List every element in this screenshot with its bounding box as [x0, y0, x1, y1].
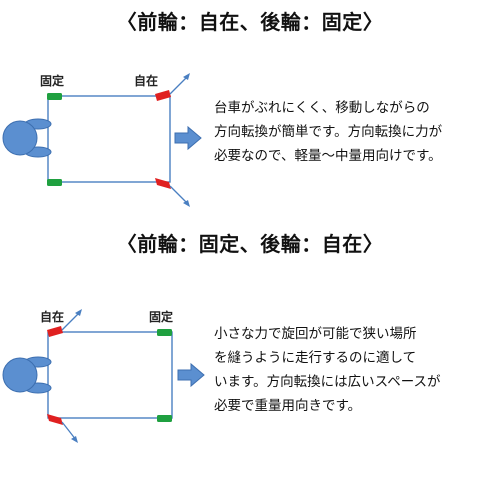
person-head-icon	[2, 120, 38, 156]
cart-body	[47, 95, 171, 183]
section-2-description: 小さな力で旋回が可能で狭い場所 を縫うように走行するのに適して います。方向転換…	[214, 322, 498, 418]
section-1-heading: 〈前輪：自在、後輪：固定〉	[116, 10, 384, 34]
fixed-wheel-label: 固定	[149, 310, 174, 324]
swivel-arrow-bottom-head	[71, 436, 78, 443]
fixed-wheel-label: 固定	[40, 74, 65, 88]
swivel-arrow-top-line	[169, 75, 189, 95]
direction-arrow-icon	[174, 125, 202, 151]
swivel-wheel-label: 自在	[134, 74, 159, 88]
cart-body	[47, 331, 173, 419]
cart-diagram-2-graphic	[2, 309, 205, 443]
swivel-arrow-top-head	[183, 73, 190, 80]
description-line: 方向転換が簡単です。方向転換に力が	[214, 124, 443, 140]
cart-diagram-rear-swivel: 自在 固定	[0, 300, 210, 470]
direction-arrow-icon	[177, 362, 205, 388]
description-line: 台車がぶれにくく、移動しながらの	[214, 100, 430, 116]
fixed-wheel-bottom	[157, 415, 172, 422]
swivel-arrow-bottom-head	[183, 200, 190, 207]
swivel-wheel-bottom	[47, 414, 63, 425]
fixed-wheel-bottom	[47, 179, 62, 186]
fixed-wheel-top	[157, 329, 172, 336]
swivel-wheel-label: 自在	[40, 310, 65, 324]
fixed-wheel-top	[47, 93, 62, 100]
person-head-icon	[2, 357, 38, 393]
description-line: を縫うように走行するのに適して	[214, 350, 417, 366]
section-1-description: 台車がぶれにくく、移動しながらの 方向転換が簡単です。方向転換に力が 必要なので…	[214, 96, 498, 168]
description-line: 小さな力で旋回が可能で狭い場所	[214, 326, 417, 342]
swivel-arrow-bottom-line	[169, 185, 189, 205]
cart-diagram-front-swivel: 固定 自在	[0, 66, 210, 236]
swivel-wheel-top	[155, 90, 171, 101]
swivel-arrow-top-head	[75, 309, 82, 316]
swivel-wheel-top	[47, 326, 63, 337]
cart-diagram-1-graphic	[2, 73, 202, 207]
section-2-heading: 〈前輪：固定、後輪：自在〉	[116, 232, 384, 256]
description-line: 必要なので、軽量～中量用向けです。	[214, 148, 442, 164]
description-line: います。方向転換には広いスペースが	[214, 374, 441, 390]
swivel-wheel-bottom	[155, 178, 171, 189]
description-line: 必要で重量用向きです。	[214, 398, 362, 414]
swivel-arrow-top-line	[61, 311, 81, 331]
